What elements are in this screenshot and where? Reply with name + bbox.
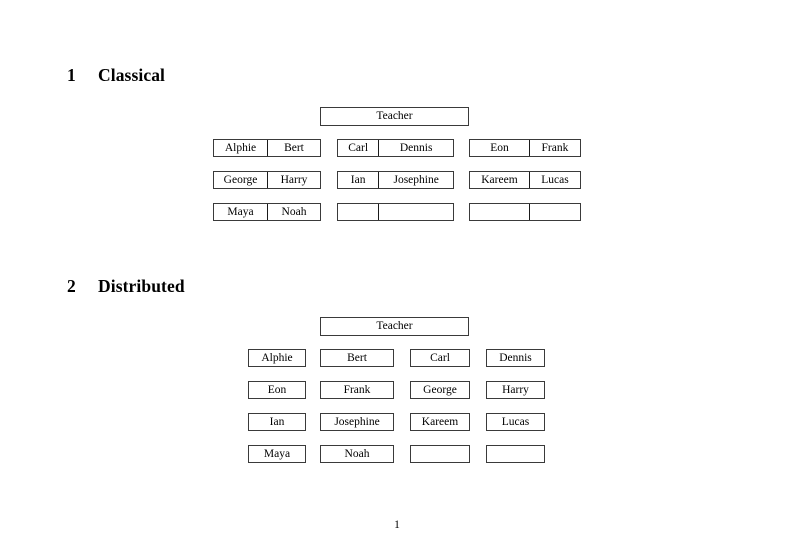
- desk-cell: Alphie: [224, 142, 257, 154]
- teacher-box-classical: Teacher: [320, 107, 469, 126]
- desk-cell: [338, 204, 378, 220]
- teacher-box-distributed: Teacher: [320, 317, 469, 336]
- classical-group-middle-row-2: Ian Josephine: [337, 171, 454, 189]
- desk-cell: Frank: [528, 140, 580, 156]
- desk-box: Alphie: [248, 349, 306, 367]
- classical-group-right-row-1: Eon Frank: [469, 139, 581, 157]
- desk-cell: Eon: [490, 142, 509, 154]
- desk-box: Noah: [320, 445, 394, 463]
- desk-box: [410, 445, 470, 463]
- desk-cell: Lucas: [528, 172, 580, 188]
- classical-group-left-row-3: Maya Noah: [213, 203, 321, 221]
- desk-box: Ian: [248, 413, 306, 431]
- classical-group-left-row-1: Alphie Bert: [213, 139, 321, 157]
- classical-group-left-row-2: George Harry: [213, 171, 321, 189]
- desk-cell: [470, 204, 529, 220]
- desk-cell: Maya: [227, 206, 254, 218]
- section-heading-classical: 1 Classical: [67, 65, 165, 86]
- desk-cell: Bert: [266, 140, 320, 156]
- classical-group-middle-row-1: Carl Dennis: [337, 139, 454, 157]
- desk-box: Dennis: [486, 349, 545, 367]
- desk-box: Josephine: [320, 413, 394, 431]
- desk-box: Maya: [248, 445, 306, 463]
- classical-group-right-row-2: Kareem Lucas: [469, 171, 581, 189]
- desk-cell: Kareem: [481, 174, 518, 186]
- classical-group-right-row-3: [469, 203, 581, 221]
- desk-box: George: [410, 381, 470, 399]
- desk-box: Lucas: [486, 413, 545, 431]
- section-title: Distributed: [98, 276, 185, 296]
- section-title: Classical: [98, 65, 166, 85]
- desk-cell: Carl: [348, 142, 369, 154]
- desk-box: [486, 445, 545, 463]
- desk-cell: [528, 204, 580, 220]
- desk-box: Eon: [248, 381, 306, 399]
- desk-box: Harry: [486, 381, 545, 399]
- page-number: 1: [394, 519, 400, 531]
- desk-cell: Ian: [350, 174, 366, 186]
- section-number: 2: [67, 276, 76, 296]
- section-number: 1: [67, 65, 76, 85]
- desk-cell: Noah: [266, 204, 320, 220]
- desk-cell: Harry: [266, 172, 320, 188]
- desk-cell: George: [223, 174, 258, 186]
- desk-cell: Josephine: [378, 172, 453, 188]
- classical-group-middle-row-3: [337, 203, 454, 221]
- desk-cell: Dennis: [378, 140, 453, 156]
- desk-cell: [378, 204, 453, 220]
- desk-box: Carl: [410, 349, 470, 367]
- desk-box: Kareem: [410, 413, 470, 431]
- desk-box: Bert: [320, 349, 394, 367]
- desk-box: Frank: [320, 381, 394, 399]
- section-heading-distributed: 2 Distributed: [67, 276, 185, 297]
